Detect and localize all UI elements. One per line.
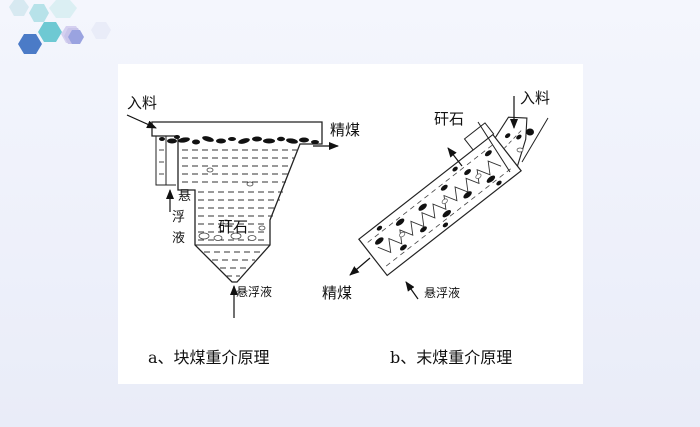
feed-arrow	[126, 114, 157, 129]
b-gangue-label: 矸石	[434, 110, 464, 128]
a-feed-label: 入料	[127, 94, 157, 112]
a-gangue-label: 矸石	[218, 218, 248, 236]
hexagon-decoration	[9, 0, 111, 54]
b-clean-coal-label: 精煤	[322, 284, 352, 302]
diagram-a: 入料 精煤 悬 浮 液 矸石 悬浮液 a、块煤重介原理	[126, 94, 360, 367]
b-suspension-label: 悬浮液	[424, 285, 460, 300]
feed-chute	[477, 117, 549, 173]
a-suspension-side-label-3: 液	[172, 231, 185, 246]
a-suspension-bottom-label: 悬浮液	[236, 284, 272, 299]
b-feed-label: 入料	[520, 89, 550, 107]
a-clean-coal-label: 精煤	[330, 121, 360, 139]
b-caption: b、末煤重介原理	[390, 348, 512, 367]
spiral-path	[377, 160, 502, 254]
diagram-b: 矸石 入料 精煤 悬浮液 b、末煤重介原理	[322, 89, 550, 367]
bath-outline	[151, 121, 323, 283]
b-gangue-arrow	[447, 147, 463, 167]
gangue-particles	[198, 167, 266, 241]
a-caption: a、块煤重介原理	[148, 348, 270, 367]
coal-particles	[159, 135, 319, 145]
b-suspension-arrow	[405, 281, 419, 300]
cyclone-body	[358, 116, 528, 277]
b-clean-coal-arrow	[349, 257, 371, 276]
a-suspension-side-label-1: 悬	[178, 189, 191, 204]
a-suspension-side-label-2: 浮	[172, 210, 185, 225]
suspension-liquid	[159, 149, 298, 277]
